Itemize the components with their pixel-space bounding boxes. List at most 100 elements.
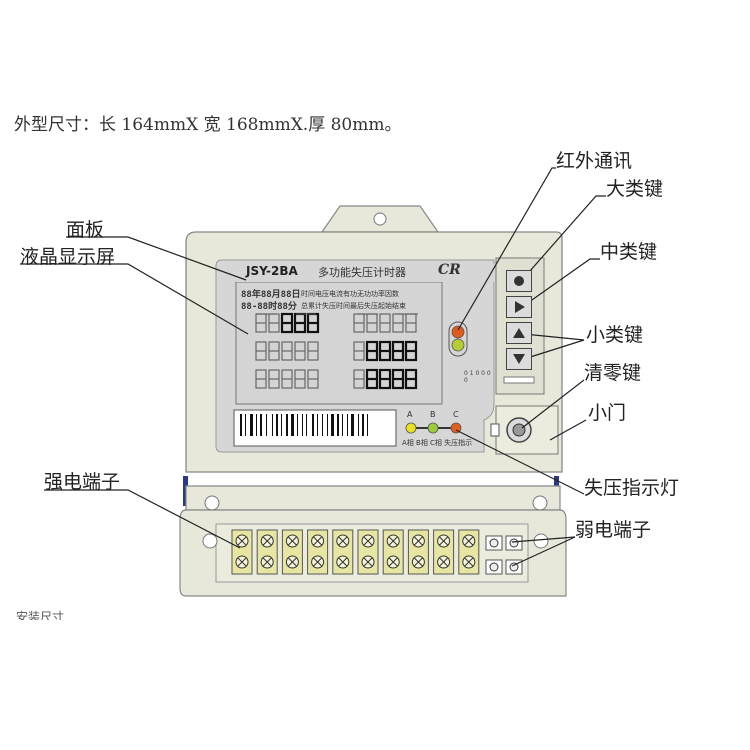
dimensions-text: 外型尺寸：长 164mmX 宽 168mmX.厚 80mm。 bbox=[14, 115, 402, 135]
label-small-key: 小类键 bbox=[586, 324, 644, 346]
barcode-bar bbox=[322, 414, 323, 436]
screw-slot bbox=[464, 557, 474, 567]
screw-slot bbox=[338, 536, 348, 546]
weak-terminal-screw bbox=[509, 562, 519, 572]
screw-slot bbox=[262, 557, 272, 567]
screw-slot bbox=[237, 536, 247, 546]
barcode-bar bbox=[342, 414, 343, 436]
big-key-button[interactable] bbox=[506, 270, 532, 292]
barcode-bar bbox=[351, 414, 354, 436]
screw-slot bbox=[237, 557, 247, 567]
barcode-bar bbox=[297, 414, 298, 436]
footer-text: 安装尺寸 bbox=[16, 610, 65, 620]
screw-slot bbox=[439, 536, 448, 546]
barcode bbox=[240, 414, 368, 436]
barcode-bar bbox=[331, 414, 334, 436]
leader-big-key bbox=[521, 195, 606, 281]
barcode-bar bbox=[291, 414, 294, 436]
clear-key-inner bbox=[512, 423, 526, 437]
strong-terminals bbox=[231, 529, 480, 575]
lcd-line-2: 88-88时88分 bbox=[241, 302, 297, 312]
barcode-bar bbox=[362, 414, 364, 436]
meter-title: 多功能失压计时器 bbox=[318, 266, 406, 279]
button-panel-slot bbox=[503, 376, 535, 384]
weak-terminal-screw bbox=[509, 538, 519, 548]
barcode-bar bbox=[260, 414, 262, 436]
led-label-a: A bbox=[407, 410, 413, 419]
screw-slot bbox=[464, 536, 474, 546]
led-c bbox=[450, 422, 462, 434]
barcode-bar bbox=[312, 414, 314, 436]
label-infrared: 红外通讯 bbox=[556, 150, 633, 172]
barcode-bar bbox=[358, 414, 359, 436]
hanging-hole bbox=[373, 212, 387, 226]
leader-clear-key bbox=[521, 379, 585, 429]
screw-slot bbox=[363, 536, 373, 546]
screw-slot bbox=[414, 557, 423, 567]
bottom-hole-right bbox=[533, 533, 549, 549]
screw-slot bbox=[414, 536, 423, 546]
label-small-door: 小门 bbox=[588, 402, 627, 424]
small-key-down-button[interactable] bbox=[506, 348, 532, 370]
label-panel: 面板 bbox=[66, 219, 105, 241]
leader-strong-terminal bbox=[44, 489, 241, 549]
leader-small-key-up bbox=[523, 333, 585, 341]
lcd-line-1: 88年88月88日 bbox=[241, 290, 301, 300]
label-clear-key: 清零键 bbox=[584, 362, 642, 384]
barcode-bar bbox=[327, 414, 328, 436]
arrow-down-icon bbox=[513, 354, 525, 364]
bottom-hole-left bbox=[202, 533, 218, 549]
barcode-bar bbox=[337, 414, 339, 436]
small-key-up-button[interactable] bbox=[506, 322, 532, 344]
barcode-bar bbox=[240, 414, 242, 436]
label-undervoltage-led: 失压指示灯 bbox=[584, 477, 680, 499]
barcode-bar bbox=[302, 414, 303, 436]
barcode-bar bbox=[272, 414, 273, 436]
leader-panel bbox=[66, 236, 247, 281]
led-label-c: C bbox=[453, 410, 459, 419]
meter-model: JSY-2BA bbox=[246, 264, 298, 278]
lcd-digit-rows bbox=[255, 312, 418, 390]
label-big-key: 大类键 bbox=[606, 178, 664, 200]
mid-key-button[interactable] bbox=[506, 296, 532, 318]
infrared-led-top bbox=[451, 325, 465, 339]
under-led-text: A相 B相 C相 失压指示 bbox=[402, 439, 473, 447]
barcode-area bbox=[233, 409, 397, 447]
barcode-bar bbox=[266, 414, 267, 436]
leader-mid-key bbox=[521, 258, 600, 308]
screw-slot bbox=[313, 557, 322, 567]
barcode-bar bbox=[347, 414, 348, 436]
barcode-bar bbox=[306, 414, 307, 436]
infrared-led-bottom bbox=[451, 338, 465, 352]
weak-terminal-screw bbox=[489, 538, 499, 548]
screw-slot bbox=[388, 536, 398, 546]
led-label-b: B bbox=[430, 410, 436, 419]
weak-terminal-screw bbox=[489, 562, 499, 572]
led-a bbox=[405, 422, 417, 434]
leader-weak-terminal-bottom bbox=[511, 536, 576, 567]
terminal-cover-top bbox=[185, 485, 561, 511]
barcode-bar bbox=[286, 414, 288, 436]
barcode-bar bbox=[317, 414, 318, 436]
screw-slot bbox=[388, 557, 398, 567]
brand-logo: CR bbox=[438, 262, 461, 278]
barcode-bar bbox=[276, 414, 278, 436]
leader-weak-terminal-top bbox=[511, 536, 576, 543]
label-weak-terminal: 弱电端子 bbox=[575, 519, 652, 541]
label-strong-terminal: 强电端子 bbox=[44, 471, 121, 493]
terminal-screw-left bbox=[204, 495, 220, 511]
barcode-bar bbox=[250, 414, 253, 436]
leader-lines bbox=[20, 167, 606, 567]
screw-slot bbox=[288, 536, 297, 546]
lcd-flags-2: 总累计失压时间最后失压起始结束 bbox=[301, 302, 406, 310]
infrared-window bbox=[448, 321, 468, 357]
screw-slot bbox=[262, 536, 272, 546]
play-icon bbox=[515, 301, 525, 313]
small-door-latch bbox=[490, 423, 500, 437]
label-lcd: 液晶显示屏 bbox=[20, 246, 116, 268]
label-mid-key: 中类键 bbox=[600, 241, 658, 263]
led-b bbox=[427, 422, 439, 434]
under-buttons-text: 0 1 0 0 0 0 bbox=[464, 370, 491, 384]
barcode-bar bbox=[256, 414, 257, 436]
barcode-bar bbox=[281, 414, 282, 436]
